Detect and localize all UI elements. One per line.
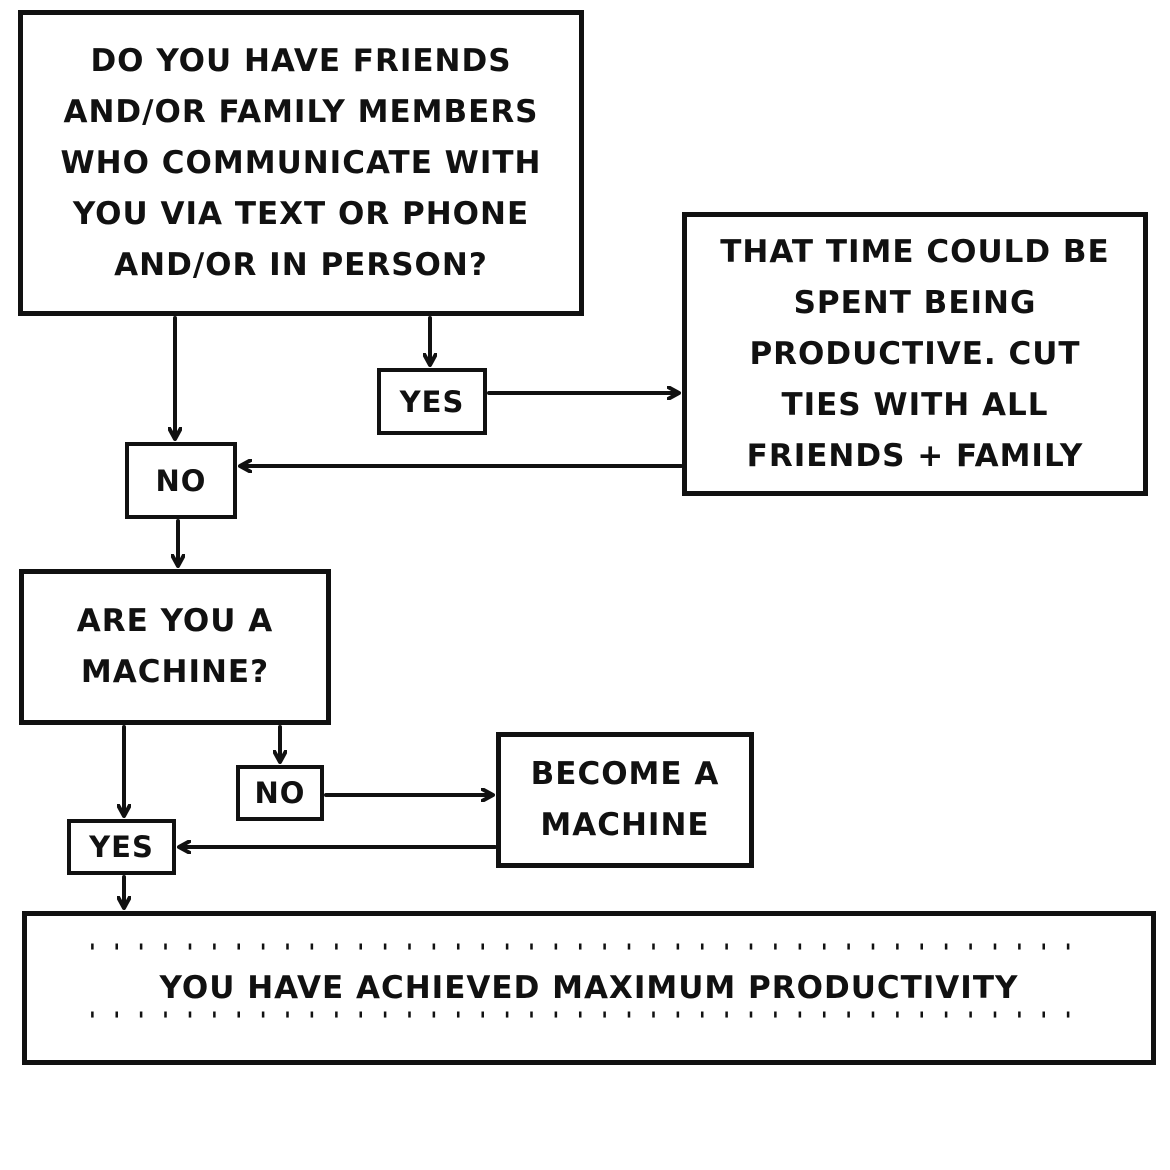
question-line: Are you a (76, 603, 274, 639)
no-label-q1: NO (125, 442, 237, 519)
action-line: productive. Cut (749, 335, 1081, 372)
action-line: friends + family (746, 437, 1084, 474)
yes-label-q2: YES (67, 819, 176, 875)
question-line: you via text or phone (72, 195, 530, 232)
action-line: ties with all (781, 386, 1049, 423)
action-line: Become a (530, 756, 720, 792)
burst-ticks-bottom: ' ' ' ' ' ' ' ' ' ' ' ' ' ' ' ' ' ' ' ' … (89, 1009, 1089, 1034)
yes-label-q1: YES (377, 368, 487, 435)
question-friends-family-box: Do you have friends and/or family member… (18, 10, 584, 316)
no-label-q2: NO (236, 765, 324, 821)
question-line: machine? (80, 654, 270, 690)
question-line: and/or in person? (114, 246, 488, 283)
action-line: That time could be (720, 233, 1110, 270)
question-line: who communicate with (60, 144, 542, 181)
question-line: Do you have friends (90, 42, 512, 79)
question-line: and/or family members (63, 93, 539, 130)
question-machine-box: Are you a machine? (19, 569, 331, 725)
action-become-machine-box: Become a machine (496, 732, 754, 868)
action-cut-ties-box: That time could be spent being productiv… (682, 212, 1148, 496)
outcome-text: You have achieved maximum productivity (159, 970, 1019, 1006)
outcome-box: ' ' ' ' ' ' ' ' ' ' ' ' ' ' ' ' ' ' ' ' … (22, 911, 1156, 1065)
action-line: machine (540, 807, 710, 843)
action-line: spent being (793, 284, 1037, 321)
burst-ticks-top: ' ' ' ' ' ' ' ' ' ' ' ' ' ' ' ' ' ' ' ' … (89, 941, 1089, 966)
